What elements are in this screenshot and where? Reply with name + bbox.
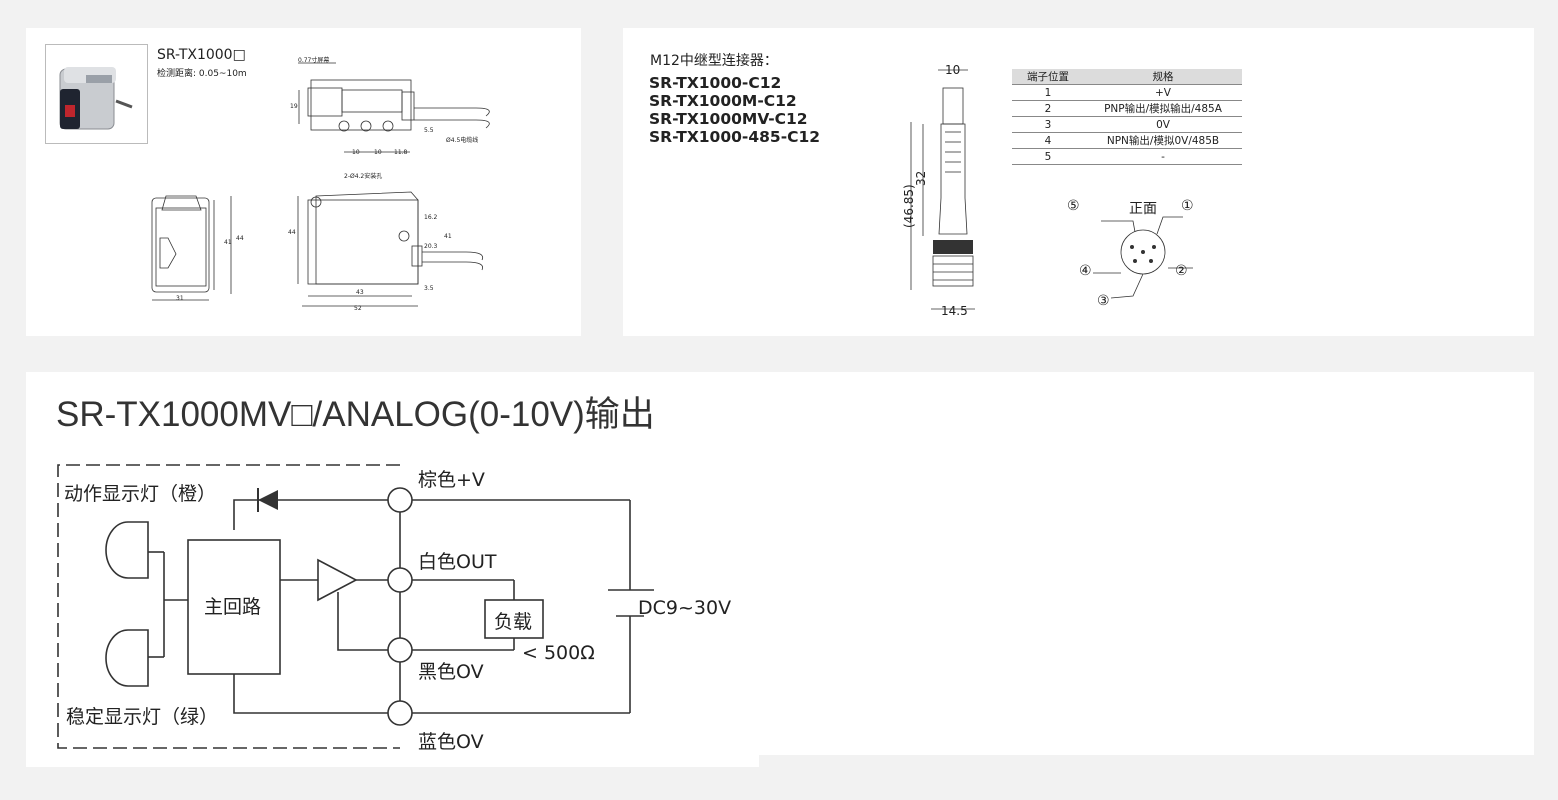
action-led-label: 动作显示灯（橙）: [64, 483, 216, 505]
main-circuit-label: 主回路: [204, 596, 261, 618]
pin-3-label: ③: [1097, 293, 1110, 309]
connector-panel: M12中继型连接器： SR-TX1000-C12 SR-TX1000M-C12 …: [623, 28, 1534, 336]
load-limit-label: < 500Ω: [522, 642, 595, 664]
pin-front-view: 正面 ① ② ③ ④ ⑤: [1067, 198, 1194, 309]
diode-icon: [258, 490, 278, 510]
screen-size-label: 0.77寸屏幕: [298, 56, 329, 64]
svg-text:41: 41: [224, 239, 232, 246]
svg-text:Ø4.5电缆线: Ø4.5电缆线: [446, 136, 478, 144]
svg-text:16.2: 16.2: [424, 214, 438, 221]
pin-table-header: 规格: [1084, 69, 1242, 85]
terminal-brown: [387, 487, 413, 513]
svg-text:3.5: 3.5: [424, 285, 434, 292]
blue-wire-label: 蓝色OV: [418, 731, 484, 753]
wiring-panel-extension: [26, 755, 759, 767]
wiring-title: SR-TX1000MV□/ANALOG(0-10V)输出: [56, 395, 655, 434]
svg-text:10: 10: [374, 149, 382, 156]
svg-text:41: 41: [444, 233, 452, 240]
stable-led-icon: [105, 629, 149, 687]
connector-side-view: 10 32 (46.85) 14.5: [902, 63, 975, 318]
dim-bottom-label: 14.5: [941, 304, 968, 318]
svg-text:10: 10: [352, 149, 360, 156]
dim-top-label: 10: [945, 63, 960, 77]
product-photo: [45, 44, 148, 144]
table-row: 5-: [1012, 148, 1242, 165]
svg-text:44: 44: [288, 229, 296, 236]
connector-model: SR-TX1000M-C12: [649, 92, 797, 110]
terminal-white: [387, 567, 413, 593]
svg-text:2-Ø4.2安装孔: 2-Ø4.2安装孔: [344, 172, 382, 180]
pin-4-label: ④: [1079, 263, 1092, 279]
side-view: 41 44 31: [151, 195, 244, 302]
front-view: 0.77寸屏幕 19 10 10 11.8 5.5 Ø4.5电缆线: [290, 56, 490, 156]
white-wire-label: 白色OUT: [418, 551, 497, 573]
black-wire-label: 黑色OV: [418, 661, 484, 683]
load-label: 负载: [494, 611, 532, 633]
wiring-panel: SR-TX1000MV□/ANALOG(0-10V)输出: [26, 372, 1534, 755]
terminal-blue: [387, 700, 413, 726]
top-view: 2-Ø4.2安装孔 44 16.2 20.3 41 43 3.5 52: [288, 172, 484, 312]
svg-text:19: 19: [290, 103, 298, 110]
svg-text:52: 52: [354, 305, 362, 312]
terminal-black: [387, 637, 413, 663]
svg-text:43: 43: [356, 289, 364, 296]
pin-2-label: ②: [1175, 263, 1188, 279]
action-led-icon: [105, 521, 149, 579]
connector-model: SR-TX1000MV-C12: [649, 110, 808, 128]
product-range: 检测距离: 0.05~10m: [157, 69, 247, 79]
pin-1-label: ①: [1181, 198, 1194, 214]
wiring-diagram: 动作显示灯（橙） 稳定显示灯（绿） 主回路 棕色+V 白色OUT 黑色OV 蓝色…: [57, 464, 731, 753]
pin-table-header: 端子位置: [1012, 69, 1084, 85]
svg-text:5.5: 5.5: [424, 127, 434, 134]
connector-models: SR-TX1000-C12 SR-TX1000M-C12 SR-TX1000MV…: [649, 74, 820, 146]
dim-32-label: 32: [914, 171, 928, 186]
stable-led-label: 稳定显示灯（绿）: [66, 706, 218, 728]
dimension-drawing-panel: SR-TX1000□ 检测距离: 0.05~10m 0.77寸屏幕 19 10 …: [26, 28, 581, 336]
connector-title: M12中继型连接器：: [650, 53, 778, 69]
amplifier-icon: [317, 558, 358, 602]
dimension-drawings: 0.77寸屏幕 19 10 10 11.8 5.5 Ø4.5电缆线 41 44 …: [151, 56, 490, 312]
dim-total-label: (46.85): [902, 184, 916, 228]
svg-text:11.8: 11.8: [394, 149, 408, 156]
product-model: SR-TX1000□: [157, 47, 246, 63]
connector-drawing: 10 32 (46.85) 14.5 正面 ① ② ③ ④ ⑤: [902, 63, 1194, 318]
supply-label: DC9~30V: [638, 597, 731, 619]
table-row: 1+V: [1012, 84, 1242, 101]
svg-text:44: 44: [236, 235, 244, 242]
svg-text:31: 31: [176, 295, 184, 302]
pin-5-label: ⑤: [1067, 198, 1080, 214]
front-view-label: 正面: [1129, 201, 1157, 217]
brown-wire-label: 棕色+V: [418, 469, 485, 491]
connector-model: SR-TX1000-485-C12: [649, 128, 821, 146]
connector-model: SR-TX1000-C12: [649, 74, 782, 92]
svg-text:20.3: 20.3: [424, 243, 438, 250]
